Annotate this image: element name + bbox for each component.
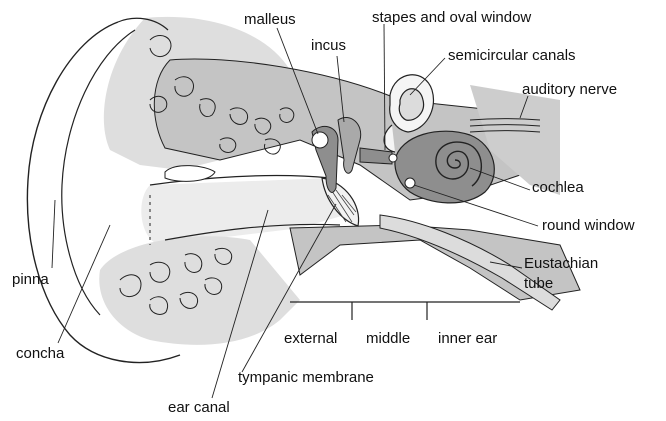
round-window-dot [405,178,415,188]
label-concha: concha [16,345,65,362]
label-pinna: pinna [12,271,49,288]
label-semicircular-canals: semicircular canals [448,47,576,64]
label-ear-canal: ear canal [168,399,230,416]
section-label-external: external [284,330,337,347]
label-stapes-oval-window: stapes and oval window [372,9,531,26]
section-label-middle: middle [366,330,410,347]
incus-bone [338,117,361,173]
label-round-window: round window [542,217,635,234]
label-incus: incus [311,37,346,54]
label-cochlea: cochlea [532,179,584,196]
section-label-inner: inner ear [438,330,497,347]
label-auditory-nerve: auditory nerve [522,81,617,98]
label-eustachian-line2: tube [524,275,553,292]
label-malleus: malleus [244,11,296,28]
label-tympanic-membrane: tympanic membrane [238,369,374,386]
malleus-head [312,132,328,148]
label-eustachian-line1: Eustachian [524,255,598,272]
lower-pinna-shading [99,236,300,345]
oval-window-dot [389,154,397,162]
section-ruler [290,302,520,320]
cochlea-shape [395,131,494,203]
